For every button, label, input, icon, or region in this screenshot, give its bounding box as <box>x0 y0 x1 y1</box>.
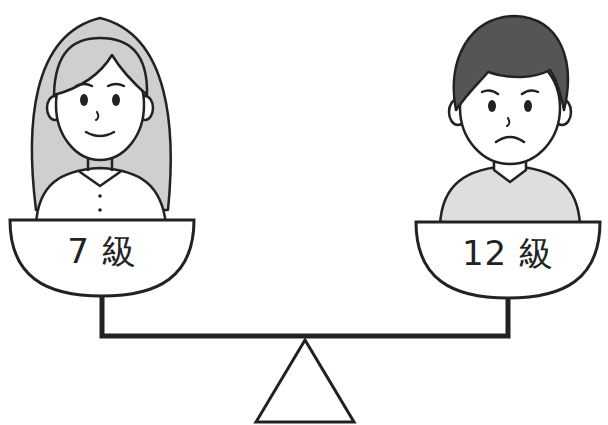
pan-outline <box>10 220 194 296</box>
grade-label: 12 級 <box>462 231 554 277</box>
pan-outline <box>416 222 600 298</box>
balance-beam <box>102 297 508 336</box>
girl-figure <box>32 18 171 225</box>
balance-pan: 12 級 <box>414 220 602 300</box>
fulcrum-triangle <box>256 340 354 422</box>
beam-line <box>102 297 508 336</box>
boy-figure <box>440 16 580 225</box>
balance-pan: 7 級 <box>8 218 196 298</box>
grade-label: 7 級 <box>67 229 136 275</box>
